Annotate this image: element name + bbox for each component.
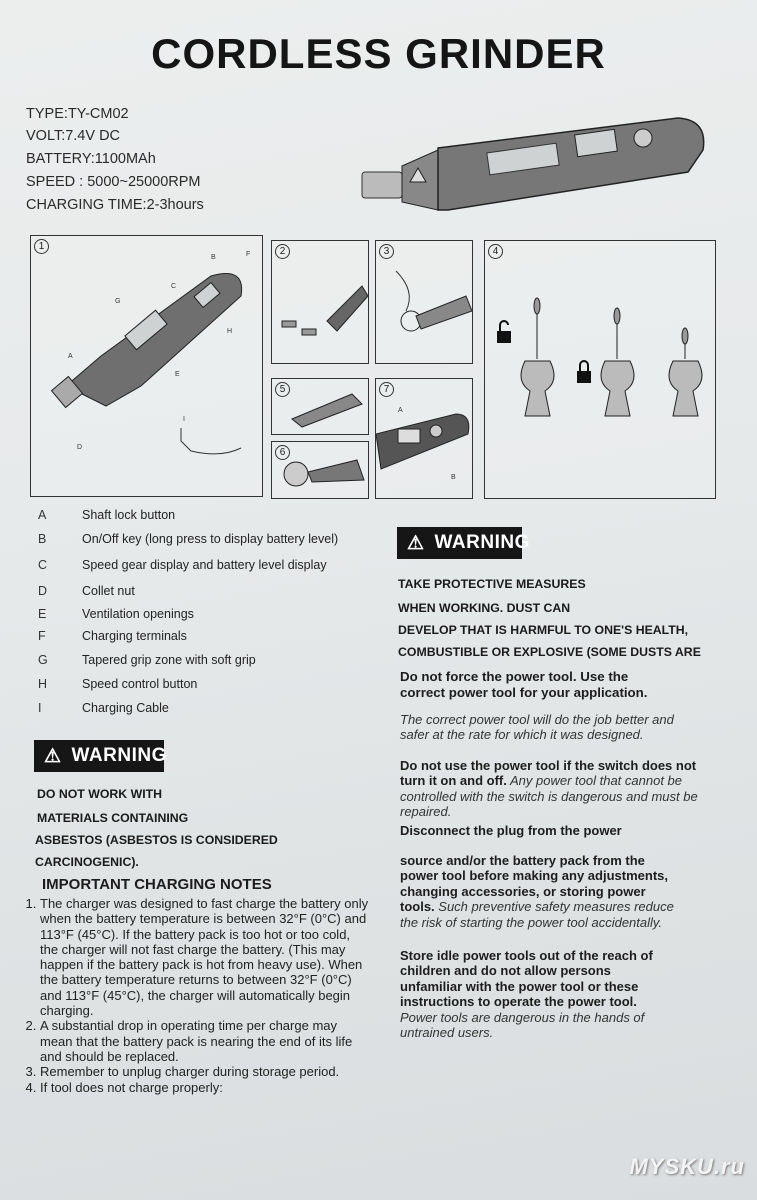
spec-type: TYPE:TY-CM02	[26, 106, 129, 122]
callout-c: C	[171, 283, 177, 290]
grinder-illustration	[361, 117, 705, 211]
display-closeup-illustration	[375, 413, 470, 470]
panel-number: 2	[275, 244, 290, 259]
safety-rule-explanation: Power tools are dangerous in the hands o…	[400, 1009, 645, 1041]
callout-d: D	[77, 444, 83, 451]
panel-number: 5	[275, 382, 290, 397]
legend-text: Ventilation openings	[82, 607, 194, 621]
charging-note: If tool does not charge properly:	[40, 1080, 370, 1095]
legend-text: Collet nut	[82, 584, 135, 598]
legend-text: Charging Cable	[82, 701, 169, 715]
diagram-panel-1: 1 A B C D E F G H I	[30, 235, 263, 497]
legend-letter: B	[38, 532, 47, 546]
on-off-illustration	[291, 393, 363, 428]
diagram-panel-6: 6	[271, 441, 369, 499]
safety-rule-switch: Do not use the power tool if the switch …	[400, 758, 700, 820]
safety-rule-disconnect: source and/or the battery pack from the …	[400, 853, 680, 930]
warning-text-line: MATERIALS CONTAINING	[37, 811, 189, 825]
charging-notes-heading: IMPORTANT CHARGING NOTES	[42, 876, 272, 893]
legend-letter: I	[38, 701, 42, 715]
grinder-parts-diagram	[50, 273, 243, 455]
charging-note: Remember to unplug charger during storag…	[40, 1064, 370, 1079]
warning-text-line: COMBUSTIBLE OR EXPLOSIVE (SOME DUSTS ARE	[398, 645, 701, 659]
callout-b: B	[451, 474, 456, 481]
warning-triangle-icon: ⚠	[407, 532, 425, 554]
watermark: MYSKU.ru	[629, 1154, 745, 1179]
warning-badge-left: ⚠ WARNING	[34, 740, 167, 772]
safety-rule-explanation: Such preventive safety measures reduce t…	[400, 899, 674, 930]
safety-rule-bold: Do not force the power tool. Use the cor…	[400, 669, 648, 700]
warning-label: WARNING	[71, 745, 167, 766]
warning-text-line: CARCINOGENIC).	[35, 855, 139, 869]
legend-letter: H	[38, 677, 48, 691]
legend-letter: D	[38, 584, 48, 598]
diagram-panel-3: 3	[375, 240, 473, 364]
diagram-panel-5: 5	[271, 378, 369, 435]
legend-letter: F	[38, 629, 46, 643]
panel-number: 1	[34, 239, 49, 254]
spec-charging-time: CHARGING TIME:2-3hours	[26, 197, 204, 213]
callout-i: I	[183, 416, 185, 423]
legend-text: Shaft lock button	[82, 508, 176, 522]
warning-badge-right: ⚠ WARNING	[397, 527, 529, 559]
callout-a: A	[398, 407, 403, 414]
legend-letter: G	[38, 653, 48, 667]
safety-rule-explanation: The correct power tool will do the job b…	[400, 712, 674, 743]
grinding-illustration	[283, 459, 365, 487]
charging-note: The charger was designed to fast charge …	[40, 896, 370, 1018]
callout-g: G	[115, 298, 121, 305]
callout-h: H	[227, 328, 233, 335]
legend-text: On/Off key (long press to display batter…	[82, 532, 339, 546]
safety-rule-bold: Store idle power tools out of the reach …	[400, 948, 653, 1010]
shaft-lock-illustration	[395, 270, 473, 332]
legend-letter: A	[38, 508, 47, 522]
callout-a: A	[68, 353, 73, 360]
warning-text-line: ASBESTOS (ASBESTOS IS CONSIDERED	[35, 833, 278, 847]
legend-text: Tapered grip zone with soft grip	[82, 653, 256, 667]
diagram-panel-7: 7 A B	[375, 378, 473, 499]
legend-text: Speed control button	[82, 677, 198, 691]
warning-text-line: DEVELOP THAT IS HARMFUL TO ONE'S HEALTH,	[398, 623, 689, 637]
warning-text-line: DO NOT WORK WITH	[37, 787, 162, 801]
warning-label: WARNING	[434, 532, 530, 553]
callout-f: F	[246, 251, 251, 258]
spec-speed: SPEED : 5000~25000RPM	[26, 174, 201, 190]
safety-rule-explanation: Any power tool that cannot be controlled…	[400, 773, 698, 820]
diagram-panel-4: 4	[484, 240, 716, 499]
document-title: CORDLESS GRINDER	[151, 30, 606, 77]
warning-text-line: TAKE PROTECTIVE MEASURES	[398, 577, 586, 591]
callout-b: B	[211, 254, 216, 261]
diagram-panel-2: 2	[271, 240, 369, 364]
panel-number: 7	[379, 382, 394, 397]
spec-volt: VOLT:7.4V DC	[26, 128, 121, 144]
panel-number: 6	[275, 445, 290, 460]
safety-rule-storage: Store idle power tools out of the reach …	[400, 948, 665, 1040]
legend-letter: C	[38, 558, 48, 572]
charging-notes-list: The charger was designed to fast charge …	[0, 896, 370, 1095]
spec-battery: BATTERY:1100MAh	[26, 151, 156, 167]
panel-number: 3	[379, 244, 394, 259]
panel-number: 4	[488, 244, 503, 259]
legend-text: Charging terminals	[82, 629, 187, 643]
warning-text-line: WHEN WORKING. DUST CAN	[398, 601, 571, 615]
safety-rule-bold: Do not use the power tool if the switch …	[400, 758, 697, 789]
accessory-lock-illustration	[497, 297, 703, 417]
warning-triangle-icon: ⚠	[44, 745, 62, 767]
legend-text: Speed gear display and battery level dis…	[82, 558, 327, 572]
safety-rule-bold: Disconnect the plug from the power	[400, 823, 622, 838]
safety-rule-bold: source and/or the battery pack from the …	[400, 853, 668, 915]
callout-e: E	[175, 371, 180, 378]
collet-change-illustration	[281, 285, 369, 336]
charging-note: A substantial drop in operating time per…	[40, 1018, 370, 1064]
legend-letter: E	[38, 607, 47, 621]
